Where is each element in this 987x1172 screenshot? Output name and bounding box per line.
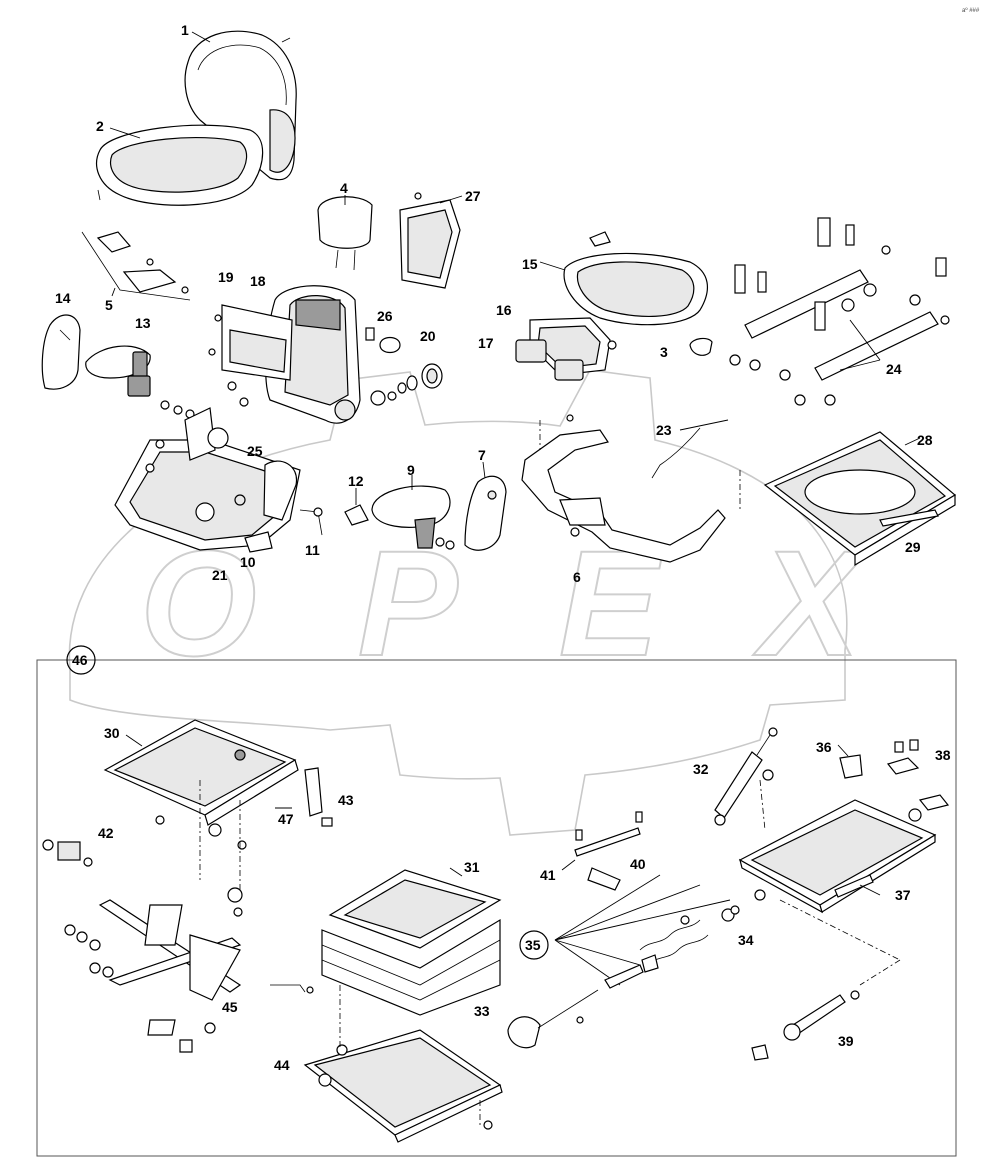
callout-43: 43 [338, 792, 354, 808]
adjust-knob-33 [507, 964, 644, 1049]
callout-1: 1 [181, 22, 189, 38]
callout-19: 19 [218, 269, 234, 285]
callout-10: 10 [240, 554, 256, 570]
armrest-13 [85, 345, 195, 419]
callout-9: 9 [407, 462, 415, 478]
callout-21: 21 [212, 567, 228, 583]
callout-17: 17 [478, 335, 494, 351]
switch-17 [515, 339, 617, 381]
callout-16: 16 [496, 302, 512, 318]
callout-32: 32 [693, 761, 709, 777]
bracket-kit-5 [81, 231, 191, 301]
callout-14: 14 [55, 290, 71, 306]
callout-7: 7 [478, 447, 486, 463]
seat-shell-15 [539, 231, 708, 326]
callout-28: 28 [917, 432, 933, 448]
callout-30: 30 [104, 725, 120, 741]
callout-46-ring [66, 645, 96, 675]
bracket-36 [837, 744, 863, 779]
callout-13: 13 [135, 315, 151, 331]
base-plate-44 [303, 1029, 503, 1143]
recline-knob-20 [397, 363, 443, 394]
lumbar-knob-26 [365, 327, 401, 406]
headrest-4 [317, 195, 373, 271]
callout-35: 35 [525, 937, 541, 953]
armrest-pad-9 [371, 475, 455, 550]
lever-11 [299, 507, 323, 536]
leader-fan-35 [554, 874, 731, 986]
side-cover-14 [41, 314, 81, 390]
callout-3: 3 [660, 344, 668, 360]
callout-25: 25 [247, 443, 263, 459]
callout-37: 37 [895, 887, 911, 903]
callout-26: 26 [377, 308, 393, 324]
upper-plate-30 [103, 719, 299, 826]
clip-12 [344, 488, 369, 526]
callout-41: 41 [540, 867, 556, 883]
callout-labels: 1 2 3 4 5 6 7 9 10 11 12 13 14 15 16 17 … [55, 22, 951, 1073]
callout-24: 24 [886, 361, 902, 377]
callout-39: 39 [838, 1033, 854, 1049]
gas-spring-32 [714, 727, 778, 826]
callout-40: 40 [630, 856, 646, 872]
swivel-plate-28 [763, 431, 957, 567]
callout-27: 27 [465, 188, 481, 204]
seat-pan-25 [114, 407, 301, 553]
callout-29: 29 [905, 539, 921, 555]
callout-31: 31 [464, 859, 480, 875]
guide-42 [42, 839, 93, 867]
springs-34 [639, 905, 740, 973]
callout-45: 45 [222, 999, 238, 1015]
bellows-31 [321, 867, 502, 1016]
callout-20: 20 [420, 328, 436, 344]
handle-39 [751, 990, 860, 1061]
callout-47: 47 [278, 811, 294, 827]
callout-34: 34 [738, 932, 754, 948]
callout-33: 33 [474, 1003, 490, 1019]
callout-42: 42 [98, 825, 114, 841]
backrest-cushion-1 [184, 30, 297, 181]
seat-cushion-2 [96, 124, 264, 206]
assembly-lines [199, 420, 901, 1125]
scissor-lift-45 [64, 887, 314, 1053]
slide-rails-24 [729, 217, 950, 406]
cable-23 [651, 419, 729, 479]
seat-frame-6 [521, 414, 726, 563]
corner-mark: aº ### [962, 7, 980, 14]
back-panel-27 [399, 192, 463, 289]
shaft-40 [561, 811, 643, 891]
callout-23: 23 [656, 422, 672, 438]
callout-11: 11 [305, 542, 320, 558]
knob-3 [689, 337, 713, 356]
callout-35-ring [519, 930, 549, 960]
callout-44: 44 [274, 1057, 290, 1073]
callout-38: 38 [935, 747, 951, 763]
callout-36: 36 [816, 739, 832, 755]
callout-6: 6 [573, 569, 581, 585]
bezel-16 [529, 317, 611, 376]
assembly-46-frame [36, 659, 957, 1157]
callout-2: 2 [96, 118, 104, 134]
callout-18: 18 [250, 273, 266, 289]
callout-12: 12 [348, 473, 364, 489]
callout-5: 5 [105, 297, 113, 313]
callout-15: 15 [522, 256, 538, 272]
mounting-plate-19 [208, 304, 293, 407]
callout-4: 4 [340, 180, 348, 196]
clip-38 [886, 739, 950, 811]
side-trim-7 [464, 461, 507, 551]
callout-46: 46 [72, 652, 88, 668]
lower-frame-37 [738, 799, 937, 914]
